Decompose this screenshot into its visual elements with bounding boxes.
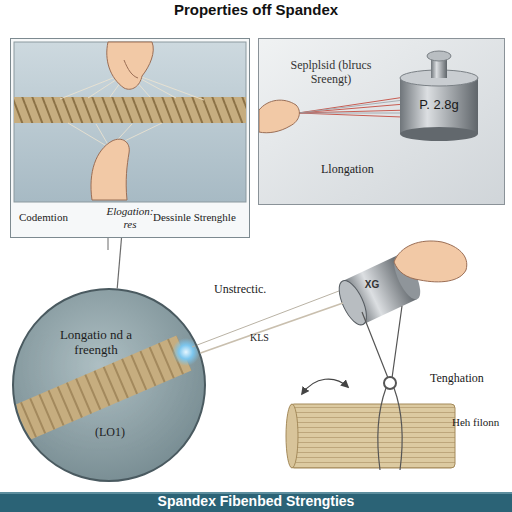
caption-band: Spandex Fibenbed Strengties <box>0 492 512 512</box>
finger-line <box>124 60 138 78</box>
thread-connector <box>201 303 343 353</box>
panel-box: Seplplsid (blrucs Sreengt) Llongation P. 2… <box>258 38 505 205</box>
rope-twist <box>0 353 184 432</box>
part-label: Heh filonn <box>452 416 499 429</box>
cylinder-weight: XG <box>343 255 417 325</box>
rope <box>14 97 246 123</box>
panel-scene <box>14 42 246 202</box>
band-fill <box>0 492 512 512</box>
hand <box>107 42 153 89</box>
callout-number: (LO1) <box>82 426 138 440</box>
loop <box>378 388 402 470</box>
panel-label: Llongation <box>321 163 411 177</box>
panel-fill <box>10 38 250 238</box>
panel-box: CodemtionElogation: resDessinle Strenghl… <box>10 38 250 238</box>
hand <box>394 241 467 282</box>
bundle-end <box>286 404 298 468</box>
title: Properties off Spandex <box>0 1 512 18</box>
panel-caption: Dessinle Strenghle <box>153 211 249 224</box>
leader-line <box>108 238 109 250</box>
weight-shape: P. 2.8g <box>398 63 480 139</box>
hand <box>91 139 129 200</box>
rope <box>0 353 184 432</box>
weight-label: P. 2.8g <box>398 98 480 113</box>
gray-fibers <box>298 100 406 113</box>
leader-line <box>117 238 121 288</box>
fiber-bundle <box>290 404 455 468</box>
weight-knob-top <box>427 51 451 61</box>
hand <box>259 100 299 133</box>
zoom-label: Longatio nd a freength <box>58 328 134 358</box>
part-label: Tenghation <box>430 372 484 386</box>
weight-label: XG <box>357 279 387 291</box>
panel-caption: Codemtion <box>19 211 103 224</box>
curved-arrow <box>302 379 348 394</box>
panel-heading: Seplplsid (blrucs Sreengt) <box>289 59 373 87</box>
ring <box>384 377 396 389</box>
zoom-circle: Longatio nd a freength (LO1) <box>12 288 206 482</box>
zoom-content <box>0 353 184 432</box>
band-text: Spandex Fibenbed Strengties <box>0 493 512 509</box>
panel-caption: Elogation: res <box>101 205 159 230</box>
strings <box>362 306 402 378</box>
glow <box>172 338 200 366</box>
weight-base <box>400 127 478 141</box>
panel-fill <box>258 38 505 205</box>
edge-label: KLS <box>250 332 269 344</box>
part-label: Unstrectic. <box>214 283 266 297</box>
red-fibers <box>298 97 410 117</box>
